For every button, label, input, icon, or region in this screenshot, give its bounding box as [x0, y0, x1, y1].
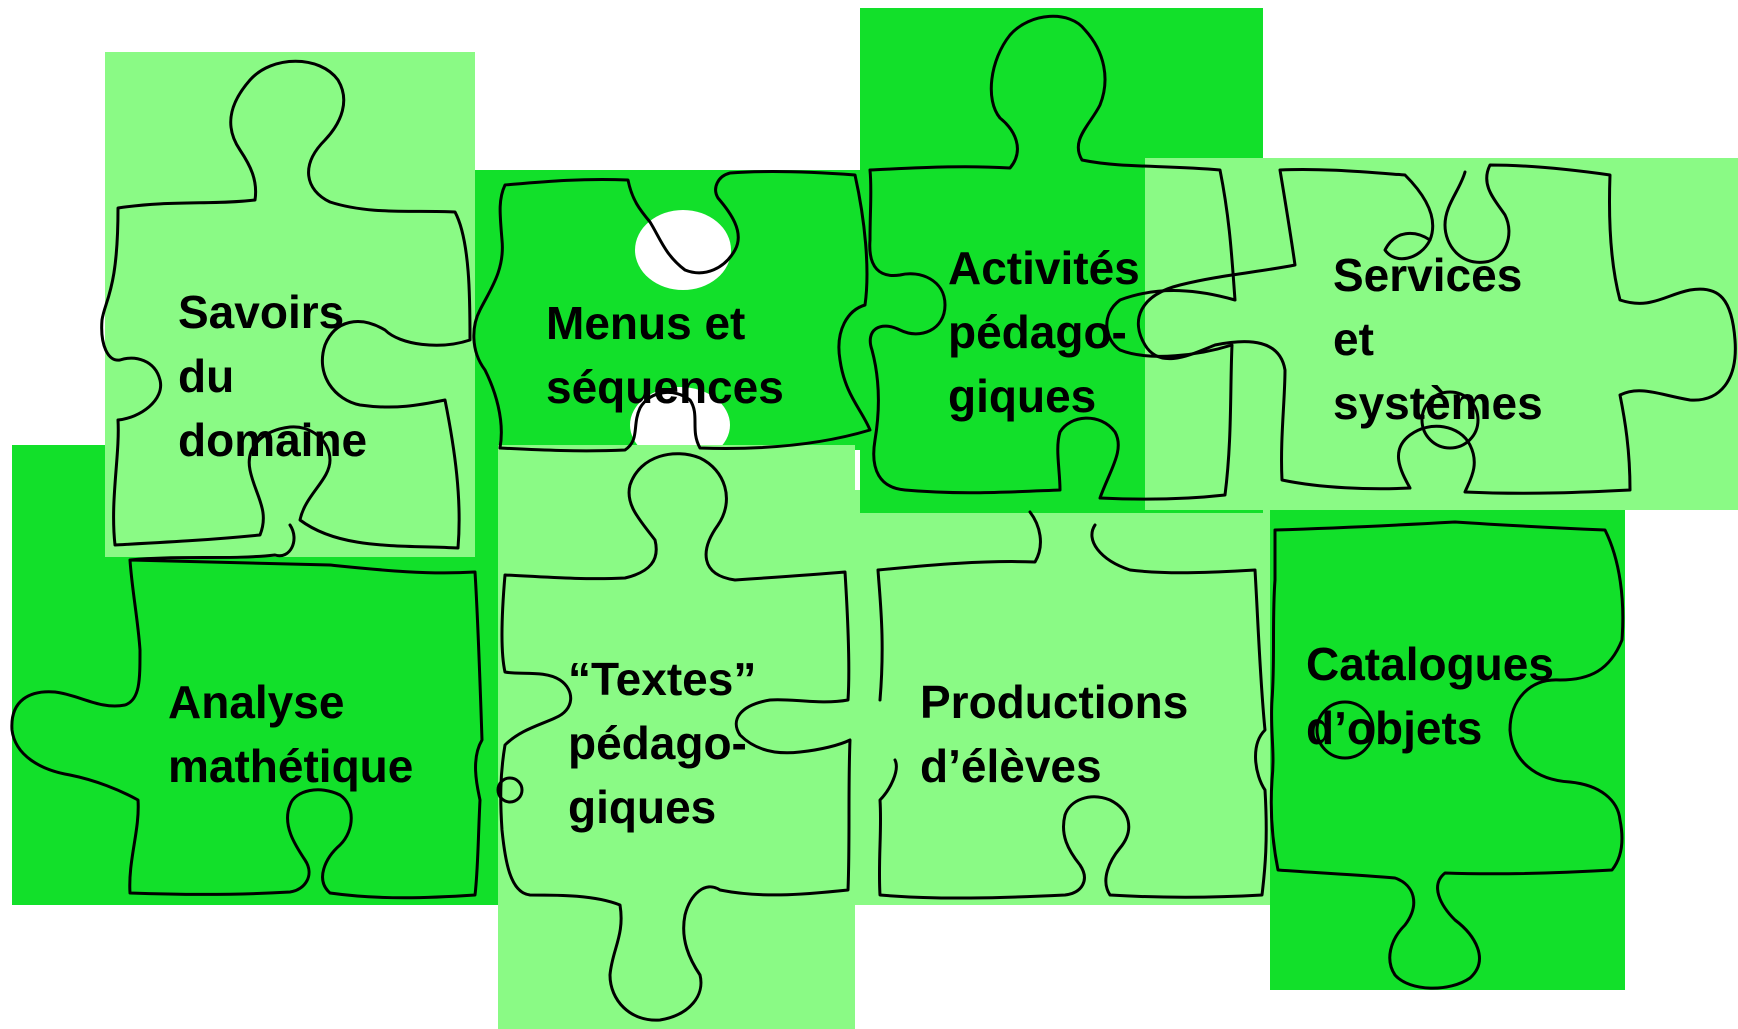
piece-savoirs-bg	[105, 52, 475, 557]
label-analyse-1: Analyse	[168, 676, 344, 728]
label-catalogues-1: Catalogues	[1306, 638, 1554, 690]
piece-productions-outline	[876, 510, 1268, 900]
label-productions-1: Productions	[920, 676, 1188, 728]
piece-services-outline	[1136, 163, 1737, 495]
label-menus-2: séquences	[546, 361, 784, 413]
label-savoirs-2: du	[178, 350, 234, 402]
piece-services-bg	[1145, 158, 1738, 510]
label-activites-1: Activités	[948, 242, 1140, 294]
piece-menus-outline	[472, 170, 872, 453]
label-savoirs-3: domaine	[178, 414, 367, 466]
knob-analyse	[496, 776, 524, 804]
label-services-1: Services	[1333, 249, 1522, 301]
piece-menus-hole	[635, 210, 731, 290]
knob-services	[1420, 390, 1480, 450]
label-catalogues-2: d’objets	[1306, 702, 1482, 754]
label-services-2: et	[1333, 313, 1374, 365]
piece-analyse-outline	[10, 523, 484, 900]
label-textes-2: pédago-	[568, 717, 747, 769]
label-services-3: systèmes	[1333, 377, 1543, 429]
piece-menus-hole-bottom	[630, 387, 730, 463]
piece-savoirs-outline	[100, 59, 472, 550]
piece-catalogues-outline	[1269, 520, 1625, 990]
label-productions-2: d’élèves	[920, 740, 1102, 792]
piece-textes-bg	[498, 445, 855, 1029]
piece-textes-outline	[499, 452, 852, 1022]
label-activites-3: giques	[948, 370, 1096, 422]
label-analyse-2: mathétique	[168, 740, 413, 792]
label-activites-2: pédago-	[948, 306, 1127, 358]
label-savoirs-1: Savoirs	[178, 286, 344, 338]
label-menus-1: Menus et	[546, 297, 745, 349]
label-textes-3: giques	[568, 781, 716, 833]
label-textes-1: “Textes”	[568, 653, 756, 705]
piece-activites-outline	[868, 14, 1237, 501]
knob-catalogues	[1315, 700, 1375, 760]
